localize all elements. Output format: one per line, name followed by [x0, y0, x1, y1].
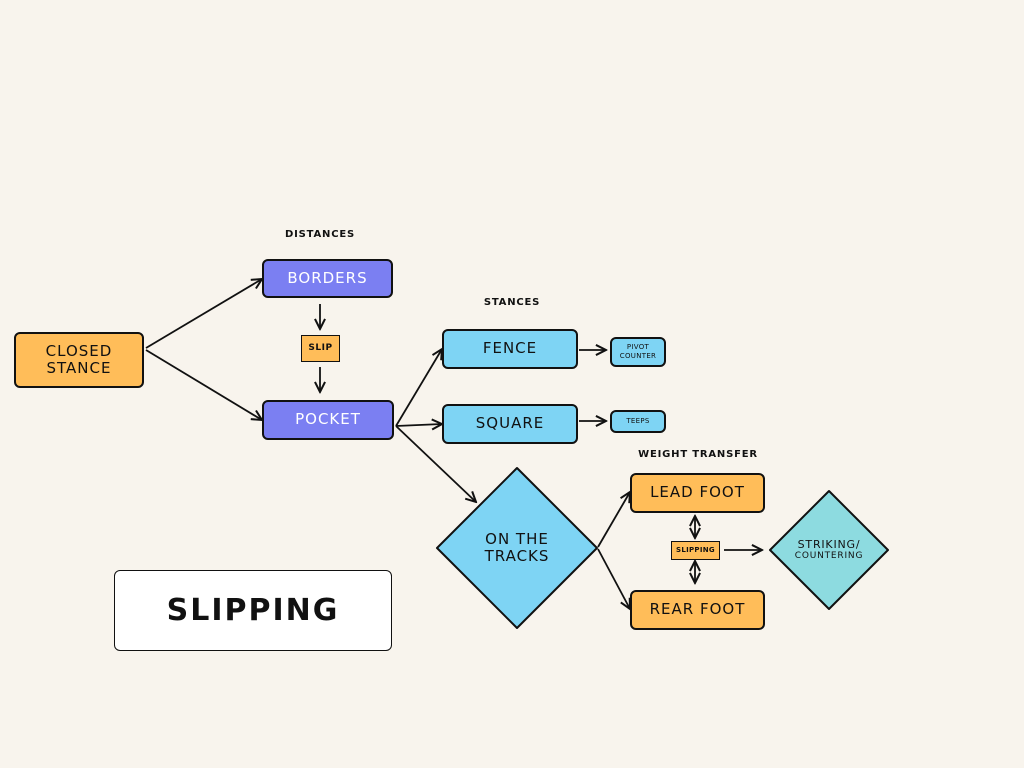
on-the-tracks-diamond	[436, 467, 598, 629]
striking-line2: COUNTERING	[794, 551, 864, 562]
label-stances: STANCES	[483, 297, 541, 308]
node-borders: BORDERS	[262, 259, 393, 298]
node-lead-foot: LEAD FOOT	[630, 473, 765, 513]
on-the-tracks-line1: ON THE	[485, 529, 549, 548]
striking-countering-diamond	[769, 490, 889, 610]
striking-countering-label: STRIKING/ COUNTERING	[774, 530, 884, 570]
closed-stance-line2: STANCE	[46, 359, 112, 377]
node-pocket: POCKET	[262, 400, 394, 440]
on-the-tracks-line2: TRACKS	[484, 547, 550, 565]
pivot-counter-line2: COUNTER	[619, 352, 657, 360]
pivot-counter-line1: PIVOT	[626, 343, 650, 352]
node-pivot-counter: PIVOT COUNTER	[610, 337, 666, 367]
page-title: SLIPPING	[114, 570, 392, 651]
label-weight-transfer: WEIGHT TRANSFER	[638, 449, 758, 460]
closed-stance-line1: CLOSED	[45, 341, 113, 360]
node-slip: SLIP	[301, 335, 340, 362]
arrow-pocket-to-tracks	[395, 425, 476, 502]
node-rear-foot: REAR FOOT	[630, 590, 765, 630]
node-teeps: TEEPS	[610, 410, 666, 433]
node-fence: FENCE	[442, 329, 578, 369]
arrow-tracks-to-rear	[597, 548, 630, 609]
arrow-pocket-to-square	[395, 424, 442, 426]
arrow-closed-to-borders	[145, 279, 262, 349]
on-the-tracks-label: ON THE TRACKS	[457, 518, 577, 578]
node-square: SQUARE	[442, 404, 578, 444]
striking-line1: STRIKING/	[797, 537, 861, 551]
arrow-closed-to-pocket	[145, 349, 262, 420]
node-closed-stance: CLOSED STANCE	[14, 332, 144, 388]
arrow-pocket-to-fence	[395, 349, 442, 427]
label-distances: DISTANCES	[285, 229, 355, 240]
arrow-tracks-to-lead	[597, 492, 630, 548]
node-slipping: SLIPPING	[671, 541, 720, 560]
